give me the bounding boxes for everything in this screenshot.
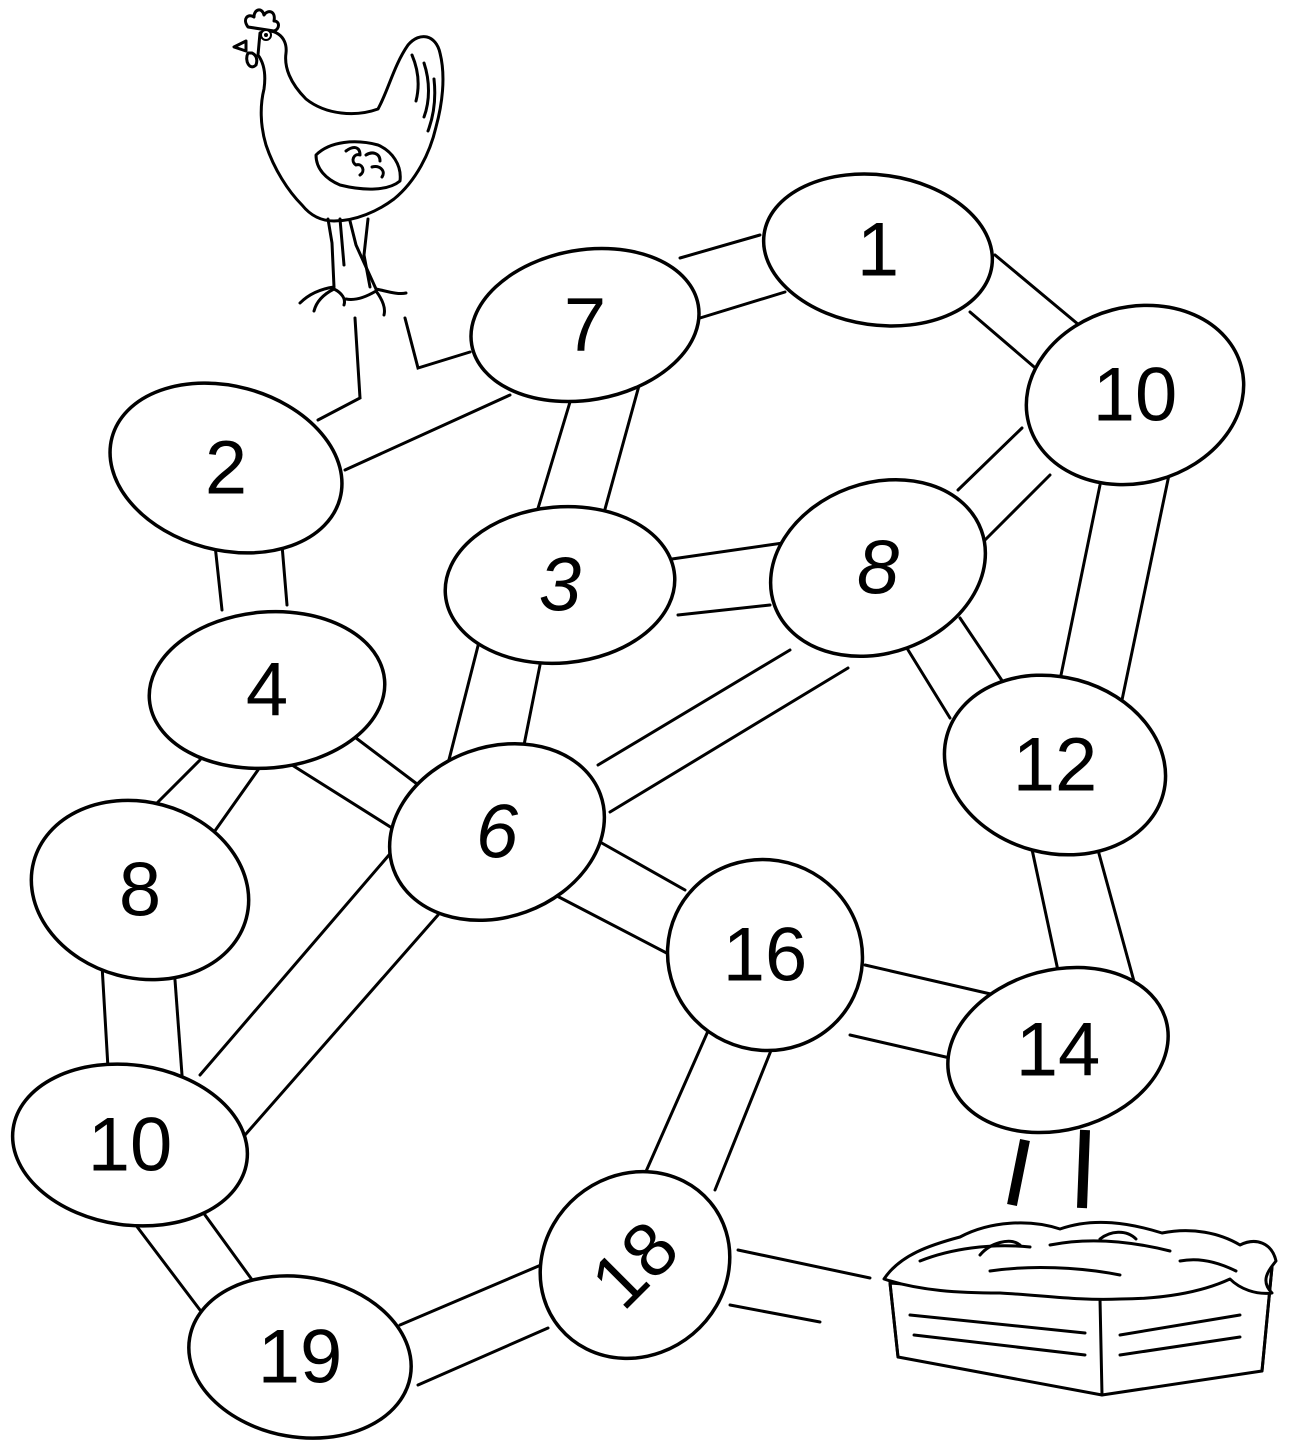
egg-10-top: 10 bbox=[1006, 282, 1264, 509]
egg-8-mid: 8 bbox=[746, 451, 1011, 686]
egg-12: 12 bbox=[924, 651, 1186, 879]
egg-12-label: 12 bbox=[1013, 723, 1098, 808]
egg-7-label: 7 bbox=[564, 283, 606, 368]
egg-10-top-label: 10 bbox=[1093, 353, 1178, 438]
egg-2-label: 2 bbox=[205, 426, 247, 511]
egg-16-label: 16 bbox=[723, 913, 808, 998]
egg-14-label: 14 bbox=[1016, 1008, 1101, 1093]
egg-10-bottom: 10 bbox=[2, 1049, 258, 1240]
egg-8-left-label: 8 bbox=[119, 848, 161, 933]
egg-1: 1 bbox=[754, 160, 1003, 341]
egg-18: 18 bbox=[502, 1133, 768, 1397]
egg-14: 14 bbox=[929, 944, 1187, 1157]
egg-10-bottom-label: 10 bbox=[88, 1103, 173, 1188]
egg-4-label: 4 bbox=[246, 648, 288, 733]
egg-7: 7 bbox=[459, 231, 712, 419]
egg-19: 19 bbox=[176, 1259, 424, 1445]
egg-16: 16 bbox=[636, 827, 894, 1082]
egg-19-label: 19 bbox=[258, 1315, 343, 1400]
hen-icon bbox=[234, 10, 443, 315]
nest-icon bbox=[884, 1222, 1276, 1395]
egg-1-label: 1 bbox=[857, 208, 899, 293]
egg-2: 2 bbox=[91, 358, 361, 577]
egg-3: 3 bbox=[439, 497, 682, 672]
egg-8-mid-label: 8 bbox=[857, 526, 899, 611]
egg-4: 4 bbox=[143, 602, 392, 778]
egg-6-label: 6 bbox=[476, 790, 519, 875]
egg-3-label: 3 bbox=[539, 543, 581, 628]
